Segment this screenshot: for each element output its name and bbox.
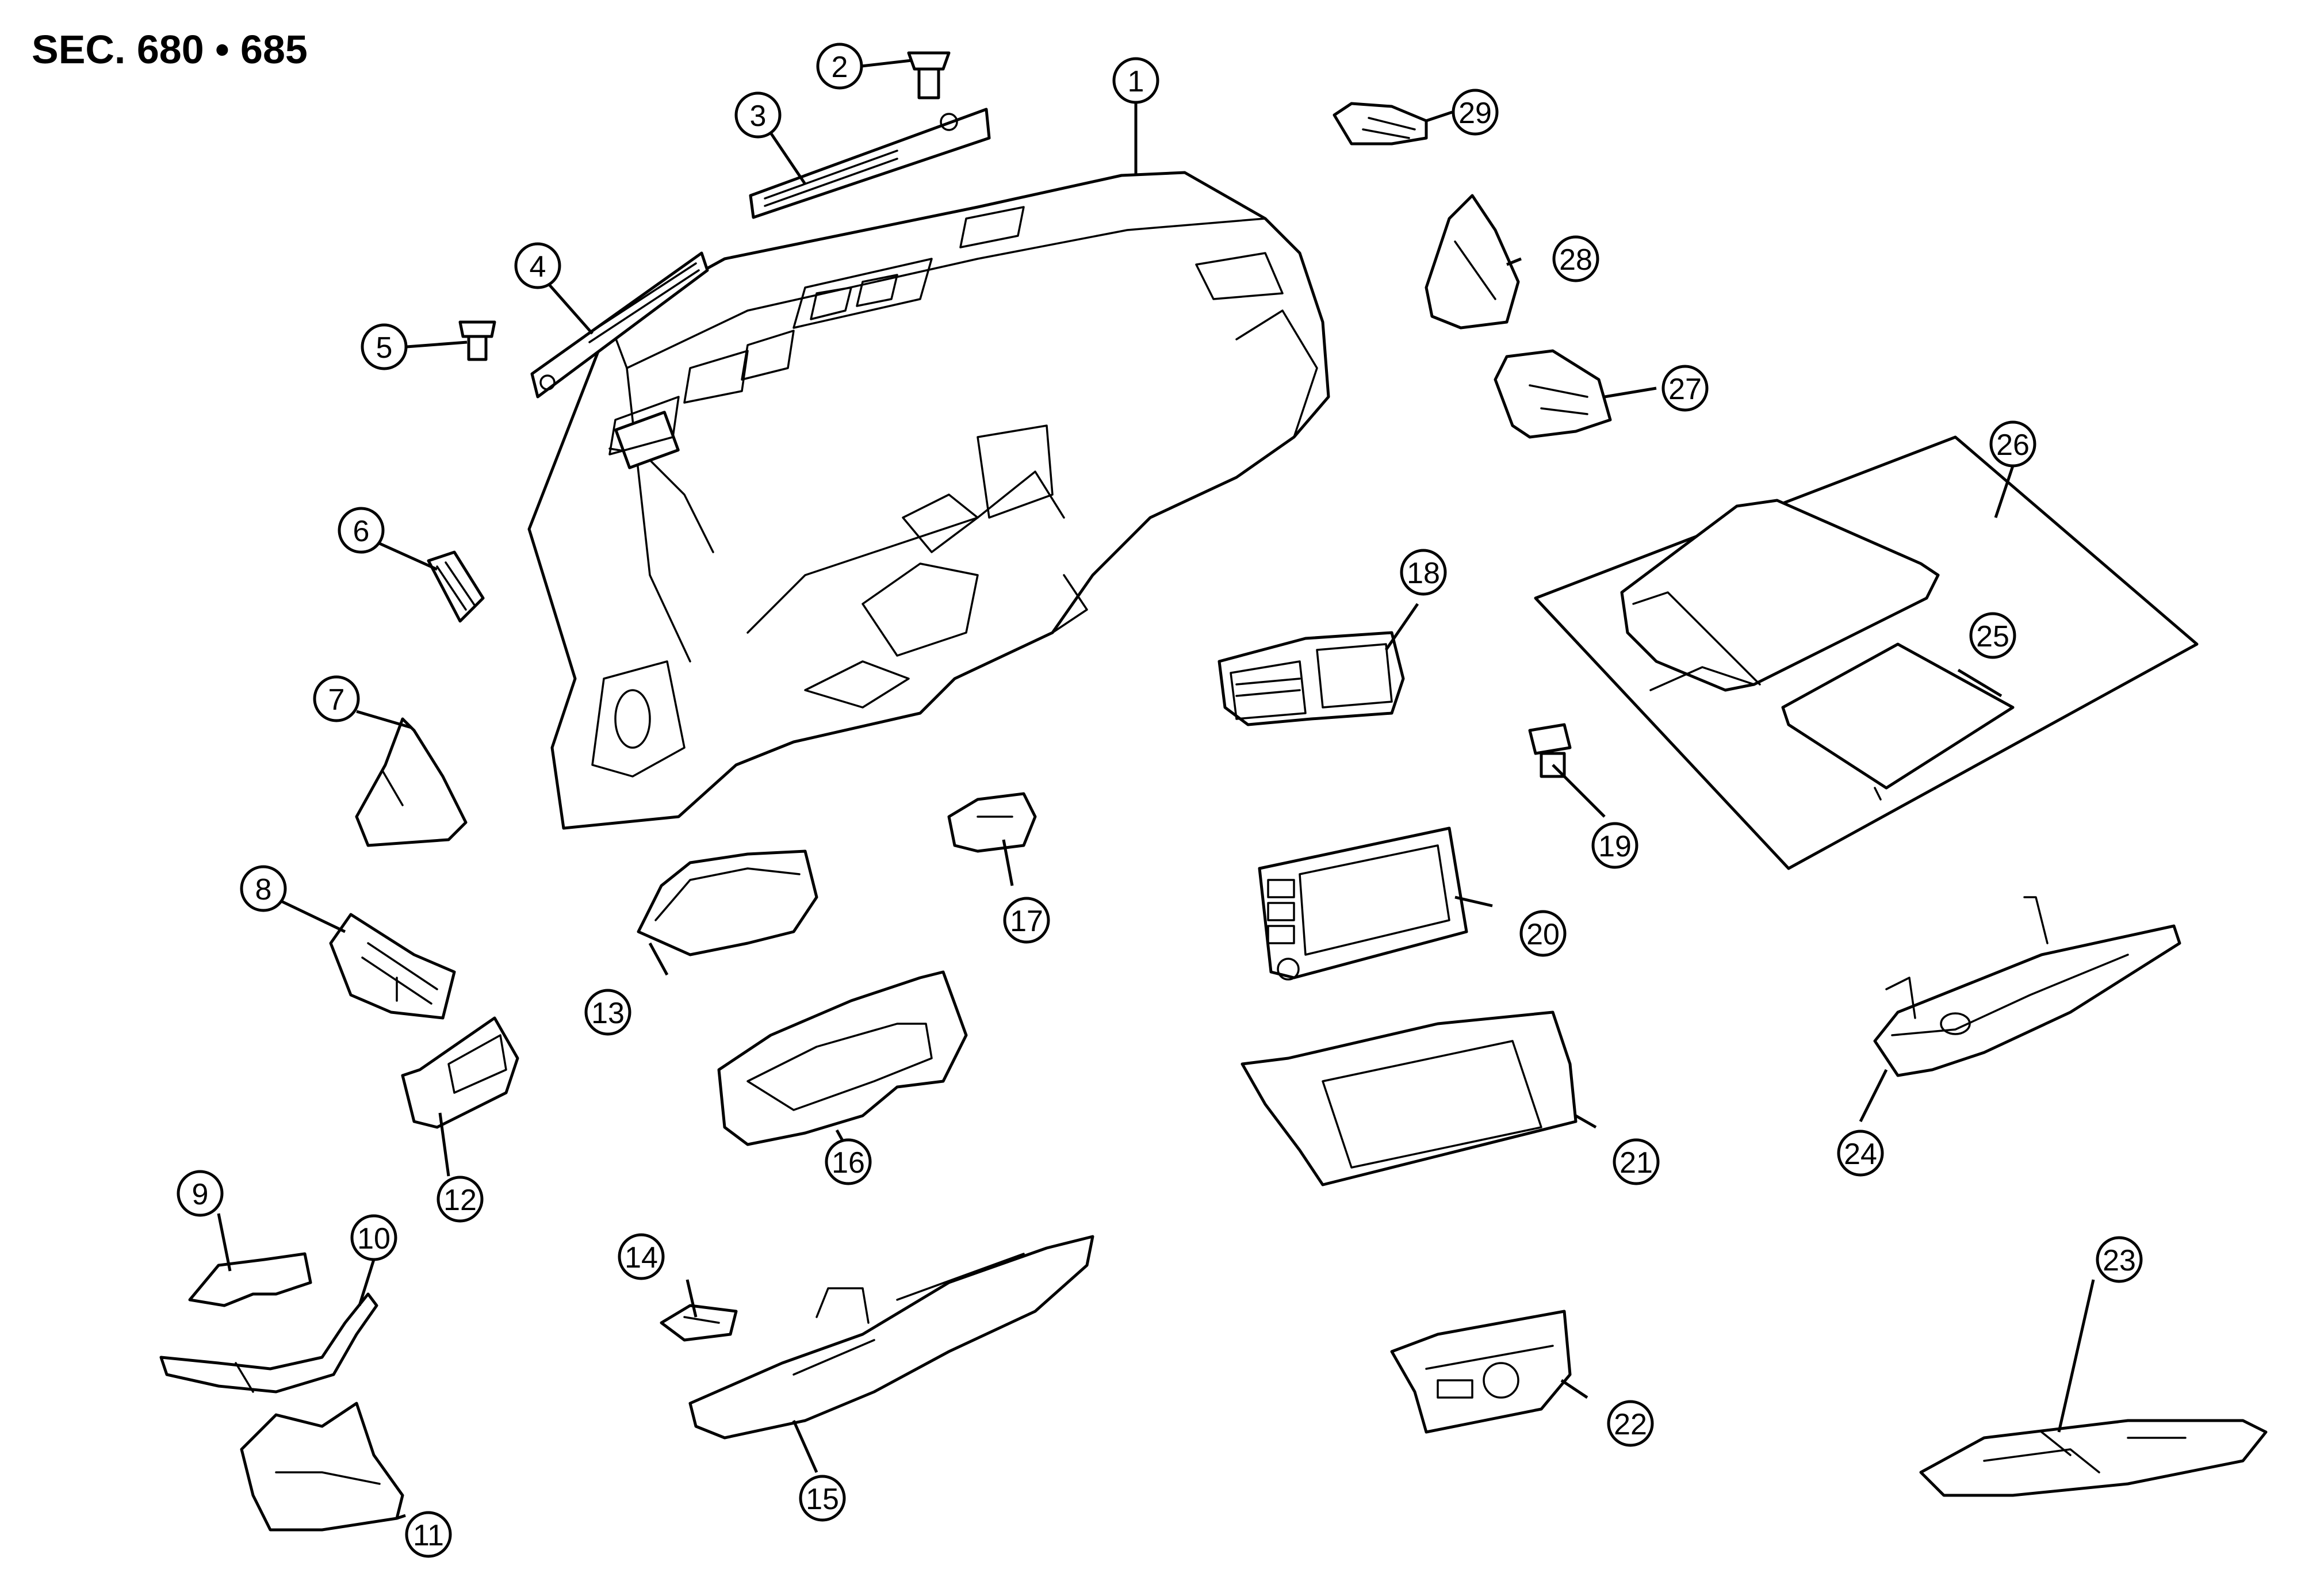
- callout-17: 17: [1003, 897, 1050, 944]
- callout-27: 27: [1661, 365, 1709, 412]
- svg-text:12: 12: [443, 1184, 477, 1217]
- svg-text:7: 7: [328, 683, 345, 717]
- callout-29: 29: [1452, 89, 1499, 136]
- callout-7: 7: [313, 675, 360, 722]
- part-side-vent-right: [1494, 349, 1612, 439]
- svg-text:20: 20: [1526, 918, 1560, 951]
- callout-25: 25: [1969, 612, 2016, 659]
- svg-text:19: 19: [1598, 830, 1632, 863]
- part-column-cover-upper: [188, 1252, 312, 1307]
- callout-21: 21: [1613, 1138, 1660, 1185]
- part-lower-instrument-panel: [688, 1235, 1094, 1440]
- svg-text:28: 28: [1559, 243, 1592, 277]
- part-side-vent: [427, 550, 485, 623]
- part-side-vent-left: [329, 913, 456, 1020]
- callout-10: 10: [350, 1214, 397, 1261]
- leader-lines: [217, 59, 2095, 1520]
- part-display-unit: [1258, 826, 1468, 981]
- svg-text:25: 25: [1976, 620, 2009, 653]
- part-center-ventilator: [1217, 631, 1405, 726]
- callout-20: 20: [1519, 910, 1567, 957]
- part-small-bracket: [660, 1304, 738, 1342]
- section-title: SEC. 680 • 685: [32, 27, 308, 72]
- part-instrument-panel: [527, 171, 1330, 830]
- svg-text:24: 24: [1844, 1138, 1877, 1171]
- callout-8: 8: [240, 865, 287, 912]
- callout-13: 13: [584, 989, 631, 1036]
- svg-text:3: 3: [750, 99, 767, 133]
- part-cluster-lid-upper: [717, 970, 968, 1146]
- part-glove-box-lid: [1873, 896, 2181, 1077]
- part-glove-box-assembly: [1534, 435, 2199, 870]
- part-side-finisher-right: [1425, 194, 1520, 330]
- part-cluster-lid: [637, 849, 818, 956]
- svg-text:1: 1: [1128, 65, 1144, 98]
- svg-text:26: 26: [1996, 428, 2030, 462]
- callout-19: 19: [1591, 822, 1638, 869]
- part-ac-control-panel: [1390, 1310, 1572, 1434]
- svg-text:2: 2: [832, 51, 848, 84]
- svg-text:16: 16: [832, 1146, 865, 1180]
- svg-text:13: 13: [591, 997, 625, 1030]
- part-center-cluster-finisher: [1241, 1010, 1578, 1186]
- svg-text:5: 5: [376, 331, 393, 365]
- part-combination-switch: [159, 1292, 378, 1394]
- svg-text:8: 8: [255, 873, 272, 906]
- svg-text:17: 17: [1010, 905, 1043, 938]
- callout-4: 4: [514, 242, 561, 289]
- callout-5: 5: [361, 323, 408, 370]
- callout-22: 22: [1607, 1400, 1654, 1447]
- svg-text:15: 15: [806, 1483, 839, 1516]
- part-lower-cover: [1919, 1419, 2268, 1497]
- svg-text:21: 21: [1619, 1146, 1653, 1180]
- callout-28: 28: [1552, 235, 1599, 282]
- callout-15: 15: [799, 1475, 846, 1522]
- svg-text:18: 18: [1407, 557, 1440, 590]
- part-small-switch: [1528, 723, 1572, 778]
- part-clip-upper: [907, 51, 951, 99]
- callout-1: 1: [1112, 57, 1159, 104]
- callout-16: 16: [825, 1138, 872, 1185]
- svg-text:10: 10: [357, 1222, 390, 1256]
- svg-text:14: 14: [625, 1241, 658, 1274]
- svg-text:29: 29: [1458, 97, 1492, 130]
- part-side-finisher: [355, 717, 468, 847]
- svg-text:11: 11: [413, 1519, 444, 1552]
- svg-text:27: 27: [1668, 373, 1702, 406]
- part-defroster-grille-right: [749, 108, 991, 219]
- svg-text:4: 4: [530, 250, 546, 284]
- callout-14: 14: [618, 1233, 665, 1280]
- callout-26: 26: [1989, 420, 2036, 468]
- callout-3: 3: [734, 91, 782, 139]
- callout-12: 12: [437, 1176, 484, 1223]
- callout-2: 2: [816, 43, 863, 90]
- part-small-vent: [1333, 102, 1428, 146]
- callout-11: 11: [405, 1511, 452, 1558]
- callout-18: 18: [1400, 549, 1447, 596]
- svg-text:9: 9: [192, 1178, 209, 1211]
- callout-6: 6: [338, 507, 385, 554]
- part-clip-left: [458, 320, 496, 361]
- svg-text:23: 23: [2103, 1244, 2136, 1277]
- part-mounting-bracket: [947, 792, 1037, 853]
- part-knee-finisher: [401, 1016, 519, 1129]
- svg-text:22: 22: [1614, 1408, 1647, 1441]
- callout-23: 23: [2096, 1236, 2143, 1283]
- callout-9: 9: [177, 1170, 224, 1217]
- part-column-cover-lower: [240, 1402, 404, 1532]
- callout-24: 24: [1837, 1130, 1884, 1177]
- part-defroster-grille-left: [530, 251, 709, 399]
- svg-text:6: 6: [353, 515, 370, 548]
